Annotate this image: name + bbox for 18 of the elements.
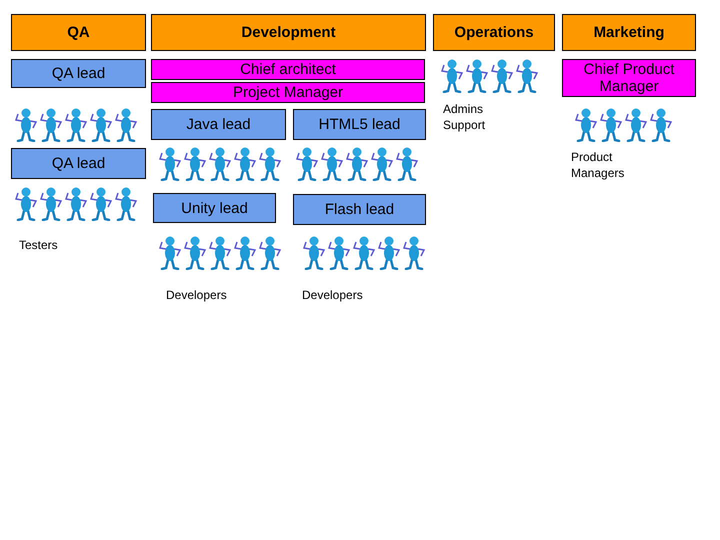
group-label: Developers <box>166 287 228 303</box>
role-box: Unity lead <box>153 193 276 223</box>
role-box: QA lead <box>11 148 146 179</box>
department-header: QA <box>11 14 146 51</box>
department-header: Operations <box>433 14 555 51</box>
group-label: Developers <box>302 287 364 303</box>
role-box: QA lead <box>11 59 146 88</box>
role-box: Chief Product Manager <box>562 59 696 97</box>
role-box: HTML5 lead <box>293 109 426 140</box>
department-header: Development <box>151 14 426 51</box>
role-box: Project Manager <box>151 82 425 103</box>
group-label: Admins Support <box>443 101 486 133</box>
role-box: Chief architect <box>151 59 425 80</box>
group-label: Product Managers <box>571 149 626 181</box>
group-label: Testers <box>19 237 59 253</box>
department-header: Marketing <box>562 14 696 51</box>
role-box: Flash lead <box>293 194 426 225</box>
role-box: Java lead <box>151 109 286 140</box>
